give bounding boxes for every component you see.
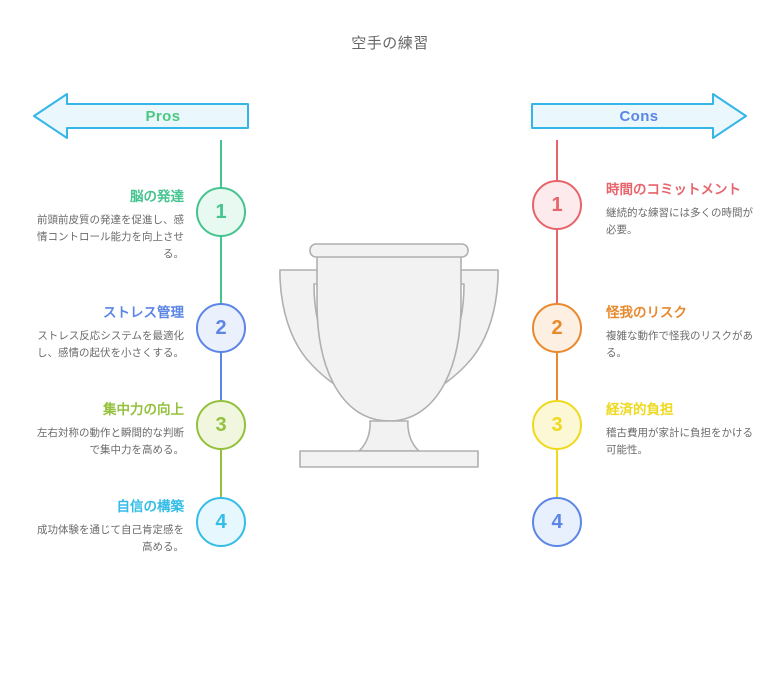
trophy-icon — [279, 243, 499, 468]
pros-item-desc-3: 左右対称の動作と瞬間的な判断で集中力を高める。 — [37, 427, 184, 457]
cons-item-title-1: 時間のコミットメント — [606, 182, 741, 198]
pros-item-3: 集中力の向上左右対称の動作と瞬間的な判断で集中力を高める。 — [36, 401, 184, 459]
pros-item-title-4: 自信の構築 — [116, 499, 185, 515]
cons-item-desc-1: 継続的な練習には多くの時間が必要。 — [606, 207, 753, 237]
pros-item-title-1: 脳の発達 — [130, 189, 184, 205]
cons-node-3[interactable]: 3 — [532, 400, 582, 450]
pros-spine-lead — [220, 140, 222, 191]
pros-arrow-shape — [33, 93, 249, 139]
pros-banner-label: Pros — [145, 107, 181, 125]
cons-node-1[interactable]: 1 — [532, 180, 582, 230]
pros-banner: Pros — [32, 92, 250, 140]
pros-node-3[interactable]: 3 — [196, 400, 246, 450]
cons-item-3: 経済的負担稽古費用が家計に負担をかける可能性。 — [606, 401, 754, 459]
pros-item-desc-2: ストレス反応システムを最適化し、感情の起伏を小さくする。 — [37, 330, 184, 360]
cons-arrow-shape — [531, 93, 747, 139]
cons-spine-1 — [556, 226, 558, 307]
pros-spine-3 — [220, 446, 222, 501]
cons-item-desc-3: 稽古費用が家計に負担をかける可能性。 — [606, 427, 753, 457]
pros-spine-1 — [220, 233, 222, 307]
cons-item-title-3: 経済的負担 — [606, 402, 674, 418]
pros-item-desc-1: 前頭前皮質の発達を促進し、感情コントロール能力を向上させる。 — [37, 214, 184, 261]
page-title: 空手の練習 — [351, 34, 429, 52]
pros-item-title-3: 集中力の向上 — [103, 402, 184, 418]
pros-item-2: ストレス管理ストレス反応システムを最適化し、感情の起伏を小さくする。 — [36, 304, 184, 362]
cons-item-2: 怪我のリスク複雑な動作で怪我のリスクがある。 — [606, 304, 754, 362]
pros-item-desc-4: 成功体験を通じて自己肯定感を高める。 — [37, 524, 184, 554]
pros-item-1: 脳の発達前頭前皮質の発達を促進し、感情コントロール能力を向上させる。 — [36, 188, 184, 263]
cons-banner-label: Cons — [619, 107, 659, 125]
cons-item-1: 時間のコミットメント継続的な練習には多くの時間が必要。 — [606, 181, 754, 239]
pros-item-4: 自信の構築成功体験を通じて自己肯定感を高める。 — [36, 498, 184, 556]
pros-item-title-2: ストレス管理 — [103, 305, 184, 321]
pros-node-4[interactable]: 4 — [196, 497, 246, 547]
pros-node-2[interactable]: 2 — [196, 303, 246, 353]
pros-spine-2 — [220, 349, 222, 404]
cons-node-2[interactable]: 2 — [532, 303, 582, 353]
cons-spine-lead — [556, 140, 558, 184]
cons-banner: Cons — [530, 92, 748, 140]
cons-spine-3 — [556, 446, 558, 501]
cons-item-title-2: 怪我のリスク — [606, 305, 687, 321]
trophy-illustration — [274, 243, 504, 475]
cons-spine-2 — [556, 349, 558, 404]
cons-node-4[interactable]: 4 — [532, 497, 582, 547]
cons-item-desc-2: 複雑な動作で怪我のリスクがある。 — [606, 330, 753, 360]
pros-node-1[interactable]: 1 — [196, 187, 246, 237]
